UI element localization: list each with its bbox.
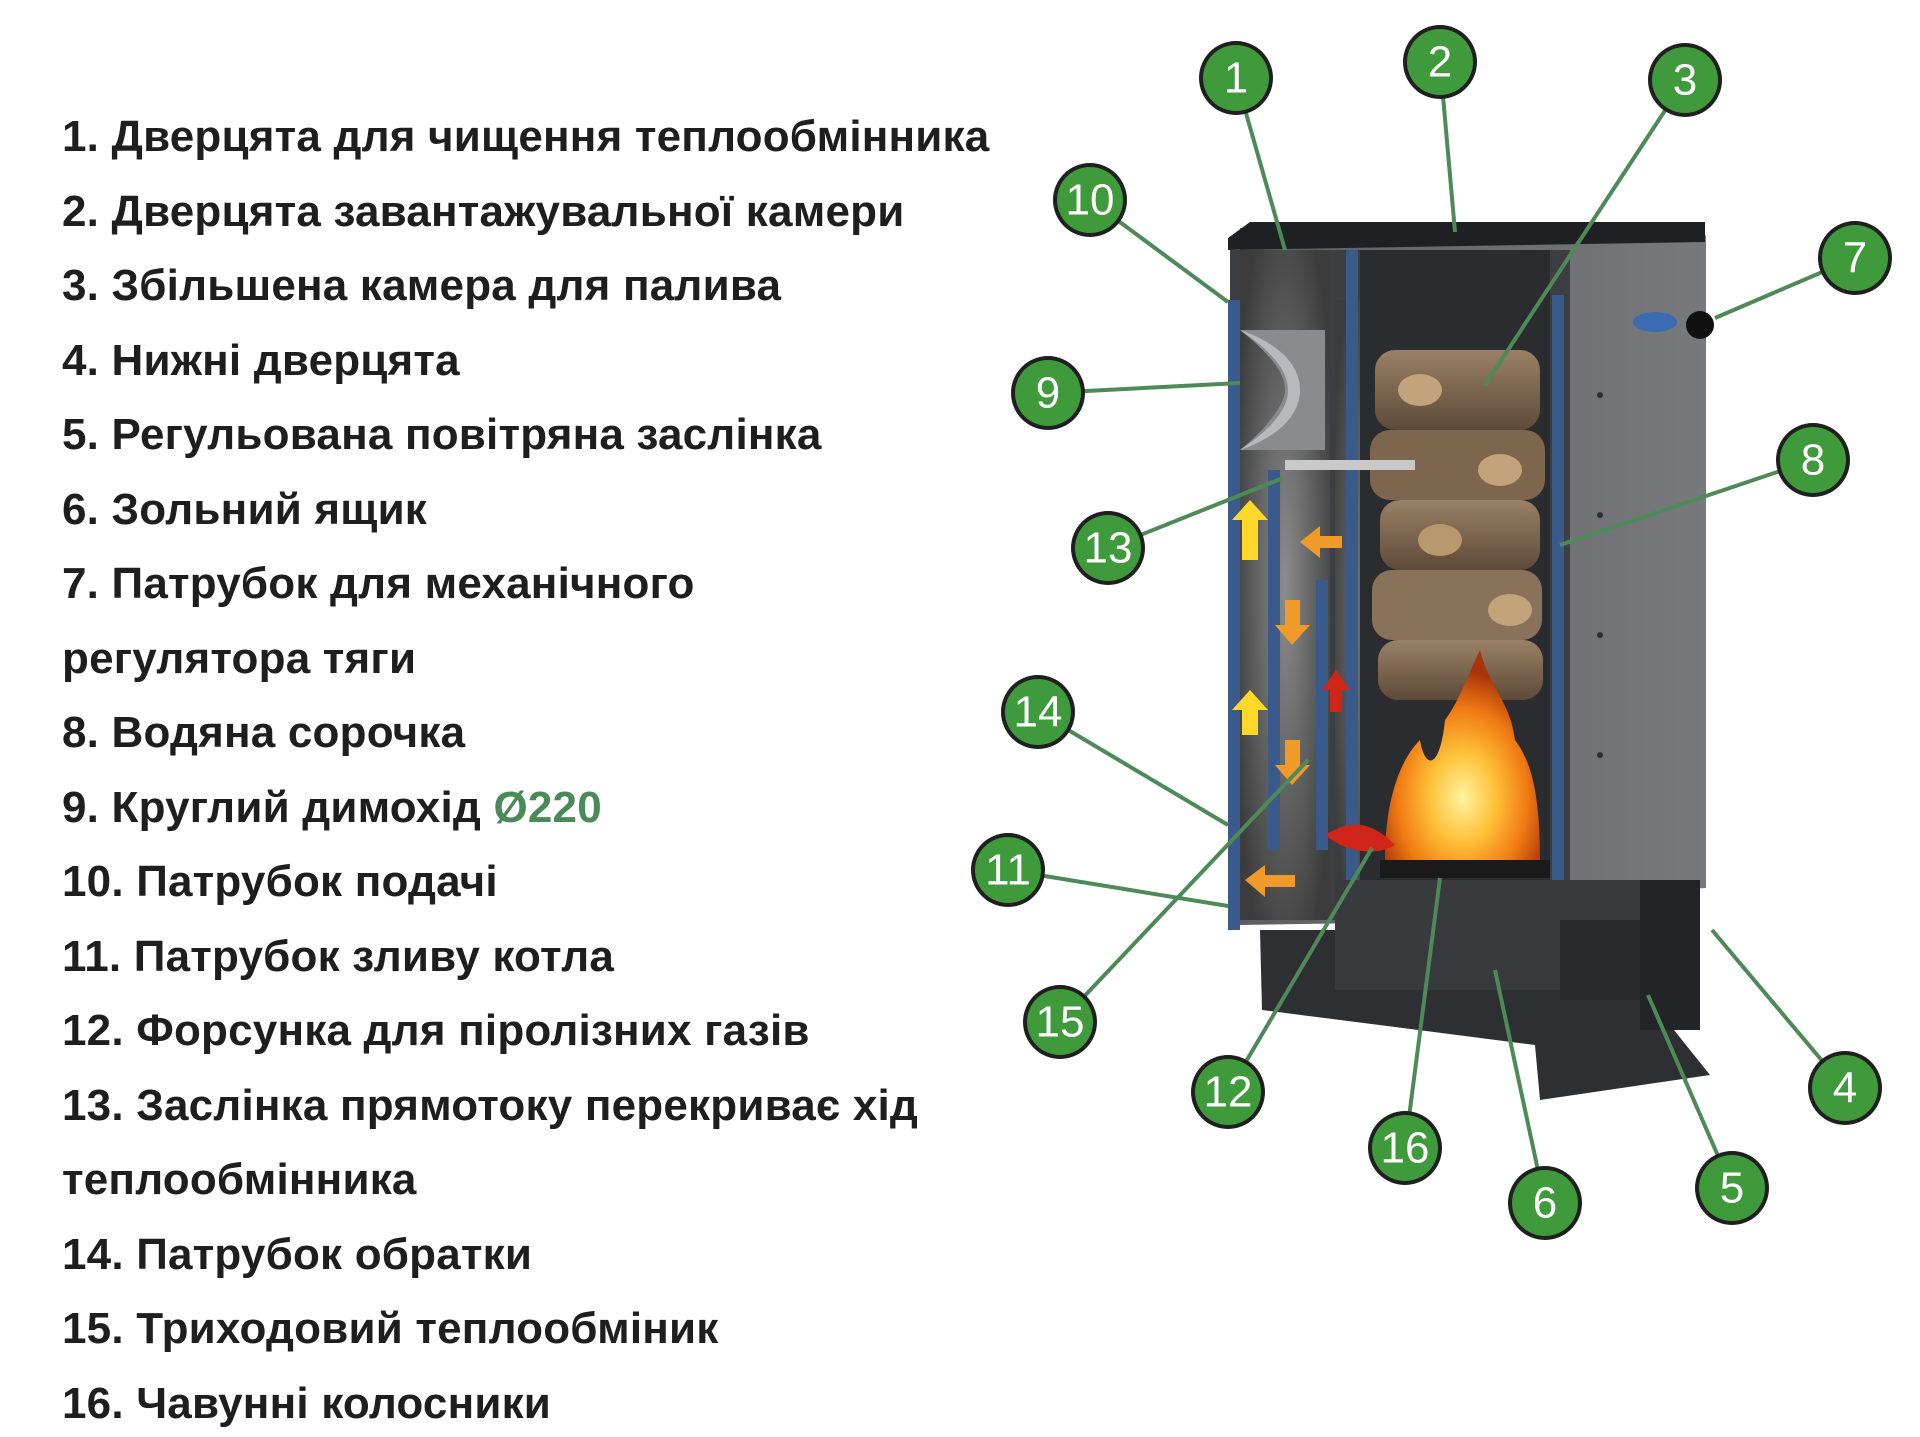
round-chimney — [1240, 330, 1300, 450]
water-jacket-wall — [1268, 470, 1280, 850]
legend-item: 13. Заслінка прямотоку перекриває хід — [62, 1080, 919, 1130]
legend-item: 14. Патрубок обратки — [62, 1229, 533, 1279]
orange-arrow-down — [1275, 740, 1310, 785]
legend-item: 5. Регульована повітряна заслінка — [62, 410, 822, 459]
svg-text:5: 5 — [1720, 1164, 1744, 1213]
legend-item: 12. Форсунка для піролізних газів — [62, 1006, 810, 1055]
callout-badge: 16 — [1368, 1111, 1442, 1185]
round-chimney — [1240, 330, 1325, 450]
callout-badge: 6 — [1508, 1166, 1582, 1240]
callout-badge: 14 — [1001, 675, 1075, 749]
svg-text:10: 10 — [1066, 176, 1115, 225]
callout-badge: 7 — [1818, 221, 1892, 295]
legend-item: 6. Зольний ящик — [62, 484, 428, 534]
water-jacket-wall — [1228, 300, 1240, 930]
cast-iron-grate — [1380, 860, 1550, 878]
callout-badge: 11 — [971, 833, 1045, 907]
callout-badge: 1 — [1199, 41, 1273, 115]
svg-text:6: 6 — [1533, 1179, 1557, 1228]
bypass-damper — [1285, 460, 1415, 470]
callout-badge: 3 — [1648, 43, 1722, 117]
svg-text:8: 8 — [1801, 436, 1825, 485]
draft-regulator-pipe — [1686, 311, 1714, 339]
fire-flames — [1325, 824, 1395, 852]
callout-badges: 1 2 3 4 5 6 7 8 9 10 11 12 13 14 15 16 — [971, 25, 1892, 1240]
legend-item: 1. Дверцята для чищення теплообмінника — [62, 112, 990, 161]
legend-item: теплообмінника — [62, 1155, 417, 1204]
fire-flames — [1385, 650, 1540, 860]
svg-text:16: 16 — [1381, 1124, 1430, 1173]
legend-item: 2. Дверцята завантажувальної камери — [62, 186, 905, 236]
orange-arrow-left — [1300, 526, 1342, 558]
callout-badge: 15 — [1023, 985, 1097, 1059]
callout-badge: 2 — [1403, 25, 1477, 99]
water-jacket-wall — [1346, 250, 1358, 920]
water-jacket-wall — [1552, 295, 1564, 895]
svg-text:4: 4 — [1833, 1064, 1857, 1113]
yellow-arrow-up — [1232, 690, 1268, 735]
callout-badge: 9 — [1011, 356, 1085, 430]
firewood-stack — [1370, 350, 1545, 700]
orange-arrow-left — [1245, 865, 1295, 897]
callout-badge: 4 — [1808, 1051, 1882, 1125]
chimney-diameter: Ø220 — [493, 782, 602, 832]
callout-badge: 5 — [1695, 1151, 1769, 1225]
callout-badge: 8 — [1776, 423, 1850, 497]
red-arrow-up — [1322, 670, 1350, 712]
svg-text:3: 3 — [1673, 56, 1697, 105]
legend-item: 10. Патрубок подачі — [62, 857, 498, 906]
legend-item: 7. Патрубок для механічного — [62, 559, 695, 608]
callout-badge: 12 — [1191, 1055, 1265, 1129]
legend-item: 16. Чавунні колосники — [62, 1378, 552, 1428]
legend-item: 15. Триходовий теплообміник — [62, 1304, 719, 1353]
water-jacket-wall — [1316, 580, 1328, 850]
svg-text:7: 7 — [1843, 234, 1867, 283]
legend-item: 8. Водяна сорочка — [62, 708, 466, 757]
brand-badge — [1633, 312, 1677, 332]
legend-item: 4. Нижні дверцята — [62, 335, 460, 385]
flow-arrows — [1232, 500, 1350, 897]
svg-text:13: 13 — [1084, 524, 1133, 573]
svg-text:2: 2 — [1428, 38, 1452, 87]
orange-arrow-down — [1275, 600, 1310, 645]
legend-item: 9. Круглий димохід Ø220 — [62, 782, 602, 832]
yellow-arrow-up — [1232, 500, 1268, 560]
svg-text:15: 15 — [1036, 998, 1085, 1047]
svg-text:1: 1 — [1224, 54, 1248, 103]
legend-item: регулятора тяги — [62, 633, 417, 683]
callout-badge: 13 — [1071, 511, 1145, 585]
svg-text:14: 14 — [1014, 688, 1063, 737]
ash-drawer — [1560, 920, 1650, 1000]
boiler-body — [1228, 222, 1714, 1100]
svg-text:11: 11 — [985, 846, 1031, 895]
svg-text:9: 9 — [1036, 369, 1060, 418]
parts-legend: 1. Дверцята для чищення теплообмінника 2… — [62, 100, 1062, 1437]
legend-item: 3. Збільшена камера для палива — [62, 261, 782, 310]
callout-badge: 10 — [1053, 163, 1127, 237]
legend-item: 11. Патрубок зливу котла — [62, 931, 615, 981]
lower-door — [1640, 880, 1700, 1030]
svg-text:12: 12 — [1204, 1068, 1253, 1117]
